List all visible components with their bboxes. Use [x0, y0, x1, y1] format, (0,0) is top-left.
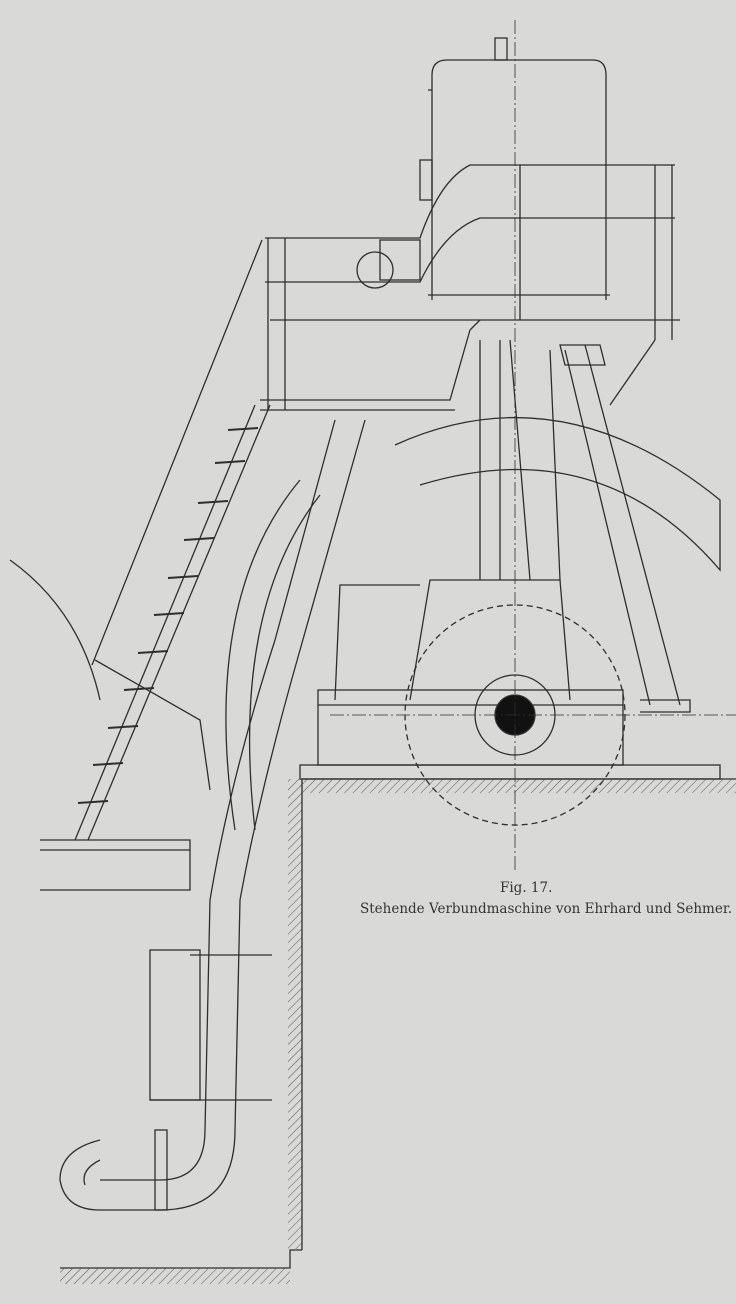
stairs — [9, 239, 271, 841]
foundation — [60, 764, 736, 1284]
floor-beam — [40, 839, 191, 891]
center-lines — [330, 20, 736, 870]
exhaust-pipe — [59, 419, 366, 1211]
engine-base — [317, 339, 624, 766]
cylinder — [419, 37, 610, 300]
column — [559, 344, 691, 713]
figure-caption: Stehende Verbundmaschine von Ehrhard und… — [360, 901, 733, 917]
figure-number: Fig. 17. — [500, 880, 553, 896]
platform-railing — [260, 164, 680, 411]
